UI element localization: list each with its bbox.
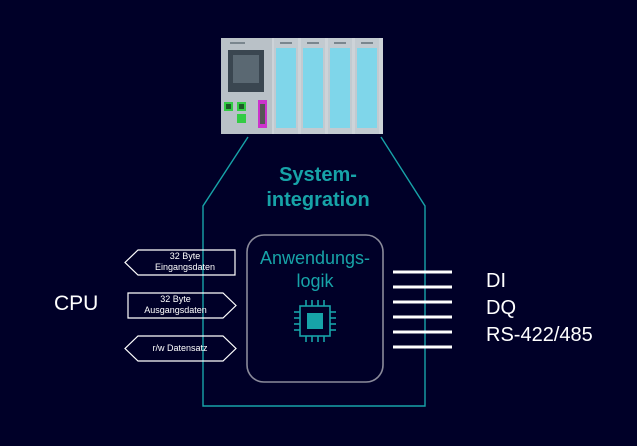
application-logic-label: Anwendungs- logik bbox=[245, 247, 385, 293]
io-label-rs: RS-422/485 bbox=[486, 324, 593, 346]
arrow-read-write-text: r/w Datensatz bbox=[135, 343, 225, 354]
arrow-input-data bbox=[124, 249, 236, 276]
arrow-read-write-line-1: r/w Datensatz bbox=[152, 343, 208, 353]
cpu-label: CPU bbox=[54, 292, 99, 315]
processor-chip-icon bbox=[294, 300, 336, 342]
io-label-dq: DQ bbox=[486, 297, 516, 319]
io-lines bbox=[393, 270, 452, 349]
arrow-output-line-1: 32 Byte bbox=[160, 294, 191, 304]
arrow-input-line-1: 32 Byte bbox=[169, 251, 201, 261]
arrow-input-text: 32 Byte Eingangsdaten bbox=[135, 251, 235, 273]
title-line-2: integration bbox=[266, 189, 370, 211]
arrow-input-line-2: Eingangsdaten bbox=[154, 262, 216, 272]
system-integration-title: System- integration bbox=[228, 163, 408, 213]
application-logic-box bbox=[246, 234, 384, 383]
core-line-2: logik bbox=[296, 271, 334, 291]
core-line-1: Anwendungs- bbox=[259, 248, 371, 268]
io-label-di: DI bbox=[486, 270, 506, 292]
arrow-read-write-record bbox=[124, 335, 237, 362]
arrow-output-line-2: Ausgangsdaten bbox=[144, 305, 207, 315]
plc-station-image bbox=[221, 38, 383, 134]
arrow-output-text: 32 Byte Ausgangsdaten bbox=[128, 294, 223, 316]
io-labels: DI DQ RS-422/485 bbox=[486, 268, 593, 349]
title-line-1: System- bbox=[279, 164, 357, 186]
arrow-output-data bbox=[127, 292, 237, 319]
integration-outline bbox=[202, 136, 426, 407]
